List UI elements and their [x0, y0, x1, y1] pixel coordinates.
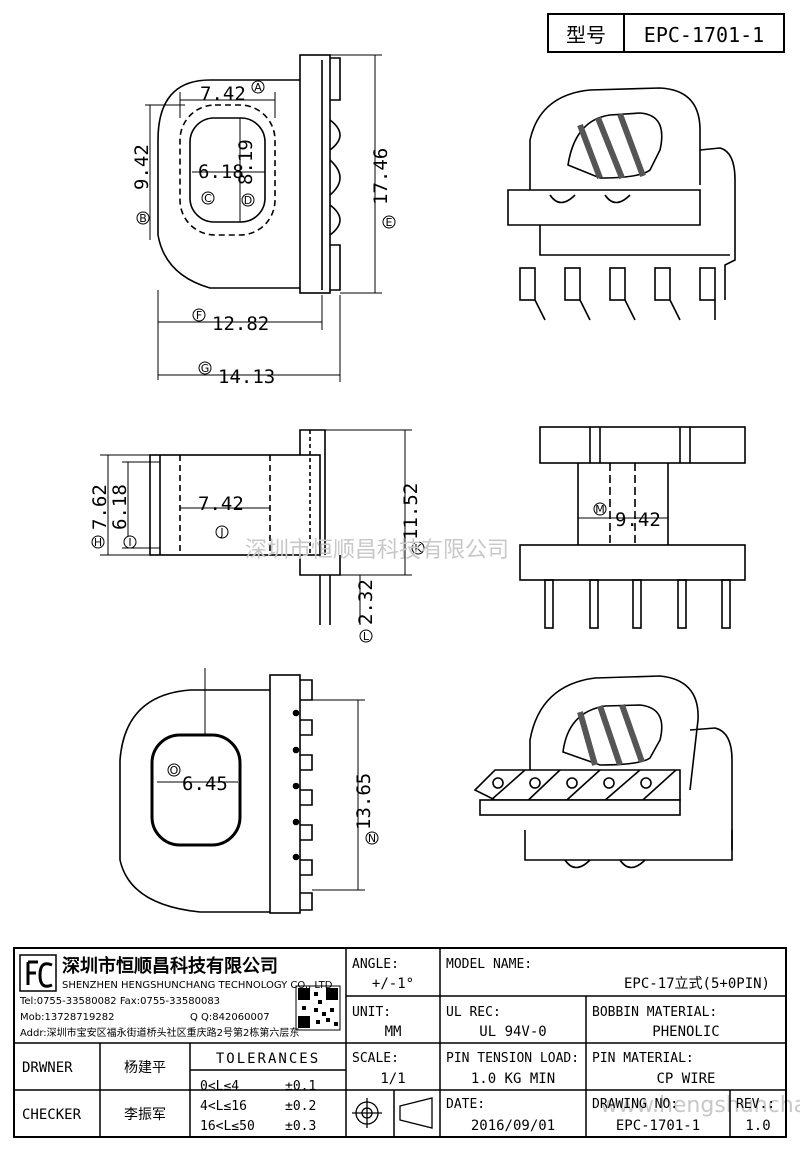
bobbin-material-label: BOBBIN MATERIAL:: [592, 1005, 717, 1020]
marker-circles-bottom: [167, 763, 379, 845]
ul-rec-label: UL REC:: [446, 1005, 501, 1020]
marker-k: K: [414, 542, 422, 555]
rev-label: REV.:: [736, 1097, 775, 1112]
pin-material-value: CP WIRE: [656, 1071, 715, 1087]
marker-b: B: [139, 212, 147, 225]
marker-e: E: [386, 216, 393, 229]
dim-i-label: 6.18: [109, 484, 131, 530]
marker-m-circle: [593, 502, 607, 516]
company-addr: Addr:深圳市宝安区福永街道桥头社区重庆路2号第2栋第六层东: [20, 1026, 299, 1039]
model-name-label: MODEL NAME:: [446, 957, 532, 972]
marker-circles-top: [136, 80, 396, 375]
dim-k-label: 11.52: [400, 483, 422, 540]
marker-h: H: [94, 536, 102, 549]
dim-l-label: 2.32: [355, 579, 377, 625]
top-view: [157, 54, 341, 294]
marker-n: N: [368, 832, 376, 845]
checker-value: 李振军: [124, 1107, 166, 1123]
company-qq: Q Q:842060007: [190, 1012, 270, 1023]
front-view: [519, 426, 746, 629]
dim-g-label: 14.13: [218, 366, 275, 388]
ul-rec-value: UL 94V-0: [479, 1024, 546, 1040]
marker-c: C: [204, 192, 212, 205]
projection-symbol: [352, 1097, 433, 1129]
iso-view-top: [507, 87, 736, 321]
marker-i: I: [128, 536, 131, 549]
company-logo: [19, 954, 57, 992]
top-view-dimensions: [145, 54, 382, 382]
dim-j-label: 7.42: [198, 493, 244, 515]
bottom-view-pin-dots: [292, 709, 300, 861]
marker-d: D: [244, 194, 252, 207]
dim-f-label: 12.82: [212, 313, 269, 335]
bobbin-material-value: PHENOLIC: [652, 1024, 719, 1040]
dim-h-label: 7.62: [89, 484, 111, 530]
marker-g: G: [201, 362, 210, 375]
tolerance-range-2: 4<L≤16: [200, 1099, 247, 1114]
drawing-no-label: DRAWING NO:: [592, 1097, 678, 1112]
company-name-cn: 深圳市恒顺昌科技有限公司: [62, 955, 278, 977]
tolerance-value-1: ±0.1: [285, 1079, 316, 1094]
side-view-dimensions: [100, 429, 412, 625]
marker-f: F: [196, 309, 202, 322]
unit-label: UNIT:: [352, 1005, 391, 1020]
iso-pins-top: [519, 267, 716, 321]
marker-m: M: [595, 503, 605, 516]
header-box: 型号 EPC-1701-1: [547, 13, 785, 53]
tolerance-range-3: 16<L≤50: [200, 1119, 255, 1134]
checker-label: CHECKER: [22, 1107, 82, 1123]
dim-a-label: 7.42: [200, 83, 246, 105]
marker-l: L: [363, 630, 370, 643]
pin-material-label: PIN MATERIAL:: [592, 1051, 694, 1066]
tolerance-value-3: ±0.3: [285, 1119, 316, 1134]
angle-label: ANGLE:: [352, 957, 399, 972]
dim-o-label: 6.45: [182, 773, 228, 795]
marker-circles-side: [91, 525, 425, 643]
marker-o: O: [170, 764, 179, 777]
qr-code: [295, 985, 341, 1031]
dim-n-label: 13.65: [353, 773, 375, 830]
pin-tension-label: PIN TENSION LOAD:: [446, 1051, 579, 1066]
bottom-view-dimensions: [157, 668, 365, 891]
rev-value: 1.0: [745, 1118, 770, 1134]
company-mob: Mob:13728719282: [20, 1012, 114, 1023]
iso-pins-bottom: [473, 769, 681, 816]
marker-a: A: [254, 81, 262, 94]
tolerances-label: TOLERANCES: [216, 1051, 320, 1067]
model-name-value: EPC-17立式(5+0PIN): [624, 976, 770, 992]
angle-value: +/-1°: [372, 976, 414, 992]
scale-value: 1/1: [380, 1071, 405, 1087]
unit-value: MM: [385, 1024, 402, 1040]
dim-c-label: 6.18: [198, 161, 244, 183]
dim-e-label: 17.46: [370, 148, 392, 205]
tolerance-range-1: 0<L≤4: [200, 1079, 239, 1094]
marker-j: J: [219, 526, 223, 539]
drawer-value: 杨建平: [124, 1060, 166, 1076]
watermark-url: www.hengshunchang.com: [600, 1093, 800, 1118]
drawer-label: DRWNER: [22, 1060, 73, 1076]
iso-view-bottom: [473, 675, 733, 869]
dim-m-label: 9.42: [615, 509, 661, 531]
front-view-pins: [544, 579, 731, 629]
bottom-view: [119, 674, 313, 914]
scale-label: SCALE:: [352, 1051, 399, 1066]
side-view: [149, 429, 341, 625]
drawing-no-value: EPC-1701-1: [616, 1118, 700, 1134]
type-label: 型号: [566, 23, 606, 47]
part-number: EPC-1701-1: [644, 23, 764, 47]
company-tel: Tel:0755-33580082 Fax:0755-33580083: [19, 996, 220, 1007]
company-name-en: SHENZHEN HENGSHUNCHANG TECHNOLOGY CO., L…: [62, 980, 333, 991]
dim-b-label: 9.42: [131, 144, 153, 190]
pin-tension-value: 1.0 KG MIN: [471, 1071, 555, 1087]
tolerance-value-2: ±0.2: [285, 1099, 316, 1114]
date-value: 2016/09/01: [471, 1118, 555, 1134]
dim-d-label: 8.19: [235, 139, 257, 185]
watermark-cn: 深圳市恒顺昌科技有限公司: [245, 538, 509, 563]
date-label: DATE:: [446, 1097, 485, 1112]
title-block: [13, 947, 787, 1138]
